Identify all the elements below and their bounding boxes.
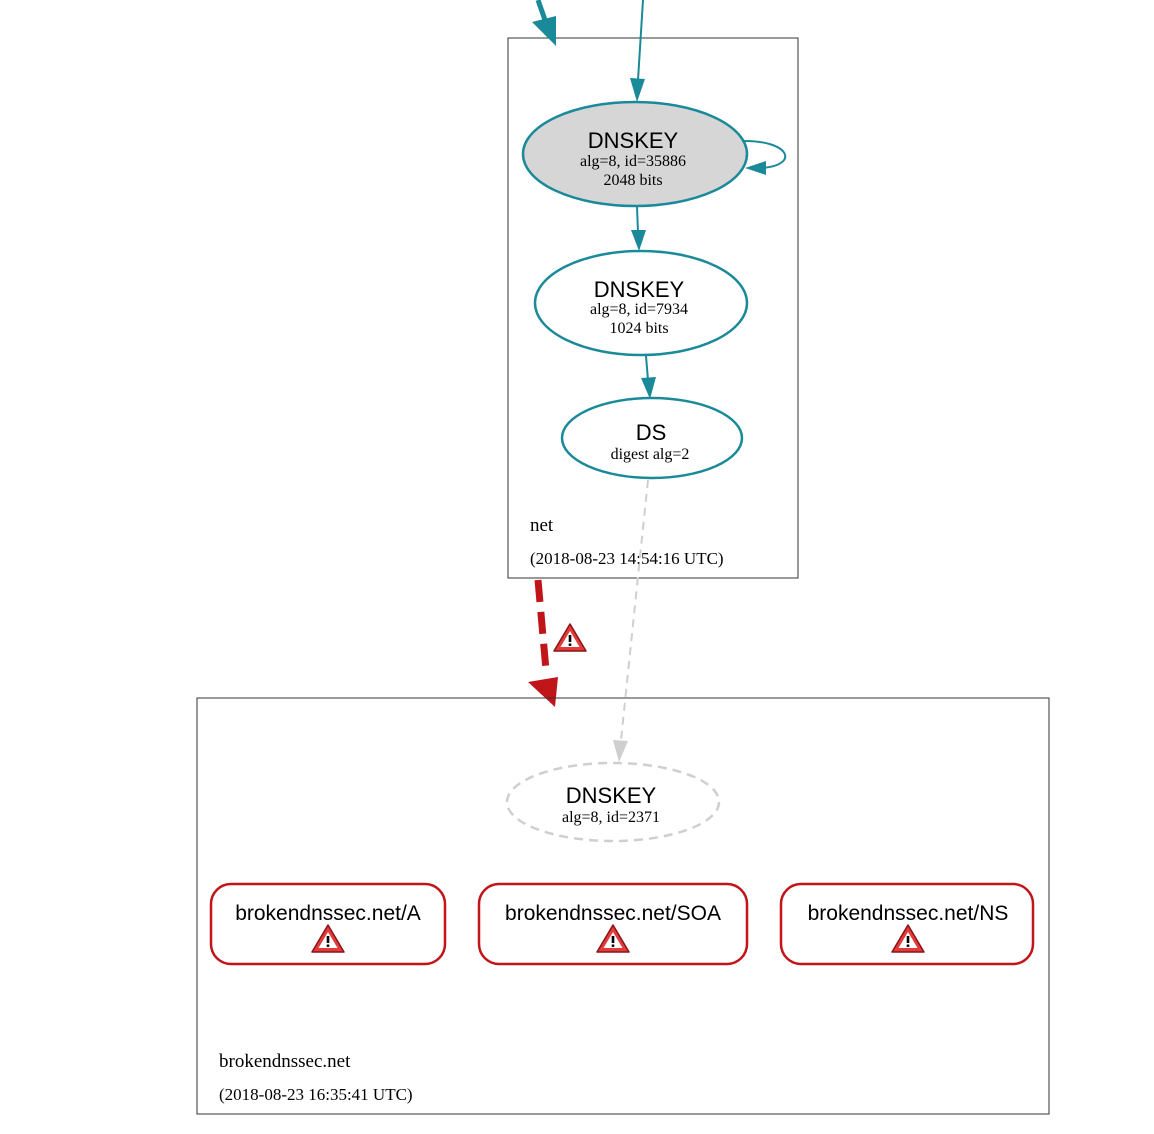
edge-zsk-ds-arrowhead xyxy=(641,377,656,399)
zone-net: net (2018-08-23 14:54:16 UTC) xyxy=(507,37,799,579)
zone-child-name: brokendnssec.net xyxy=(219,1051,351,1072)
delegation-edge xyxy=(534,579,550,671)
child-dnskey-node[interactable]: DNSKEY alg=8, id=2371 xyxy=(505,761,721,843)
rrset-node[interactable]: brokendnssec.net/SOA xyxy=(477,882,749,966)
zone-net-box xyxy=(507,37,799,579)
dnskey-ksk-type: DNSKEY xyxy=(588,128,679,153)
incoming-edge-left xyxy=(535,0,548,21)
edge-zsk-ds xyxy=(645,355,649,381)
incoming-edges xyxy=(532,0,645,102)
ds-type: DS xyxy=(636,420,667,445)
rrset-label: brokendnssec.net/A xyxy=(235,902,421,925)
edge-ds-dnskey xyxy=(620,479,649,741)
child-dnskey-details: alg=8, id=2371 xyxy=(562,809,660,826)
dnskey-ksk-size: 2048 bits xyxy=(603,172,662,189)
zone-child-timestamp: (2018-08-23 16:35:41 UTC) xyxy=(219,1085,413,1104)
incoming-arrowhead-ksk xyxy=(630,78,645,102)
rrset-node[interactable]: brokendnssec.net/A xyxy=(209,882,447,966)
edge-ksk-zsk-arrowhead xyxy=(631,230,646,251)
delegation-warning-icon[interactable] xyxy=(553,623,587,652)
child-dnskey-type: DNSKEY xyxy=(566,783,657,808)
rrset-node[interactable]: brokendnssec.net/NS xyxy=(779,882,1035,966)
dnskey-zsk-details: alg=8, id=7934 xyxy=(590,301,688,318)
incoming-arrowhead-left xyxy=(532,16,556,46)
rrset-box xyxy=(209,882,447,966)
rrset-label: brokendnssec.net/SOA xyxy=(505,902,721,925)
dnskey-ksk-node[interactable]: DNSKEY alg=8, id=35886 2048 bits xyxy=(521,100,749,208)
zone-child: brokendnssec.net (2018-08-23 16:35:41 UT… xyxy=(196,697,1050,1115)
child-dnskey-ellipse xyxy=(505,761,721,843)
edge-ds-dnskey-arrowhead xyxy=(613,740,628,762)
rrset-box xyxy=(477,882,749,966)
incoming-edge-ksk xyxy=(637,0,644,81)
rrset-label: brokendnssec.net/NS xyxy=(808,902,1009,925)
ds-details: digest alg=2 xyxy=(611,446,690,463)
dnskey-ksk-ellipse xyxy=(521,100,749,208)
zone-net-timestamp: (2018-08-23 14:54:16 UTC) xyxy=(530,549,724,568)
ksk-self-loop xyxy=(741,139,787,169)
edge-ksk-zsk xyxy=(636,206,639,233)
zone-net-name: net xyxy=(530,515,554,536)
rrset-box xyxy=(779,882,1035,966)
dnskey-zsk-ellipse xyxy=(533,249,749,357)
dnskey-zsk-type: DNSKEY xyxy=(594,277,685,302)
zone-child-box xyxy=(196,697,1050,1115)
delegation-arrowhead xyxy=(528,677,558,707)
dnskey-zsk-node[interactable]: DNSKEY alg=8, id=7934 1024 bits xyxy=(533,249,749,357)
dnskey-ksk-details: alg=8, id=35886 xyxy=(580,153,686,170)
ds-node[interactable]: DS digest alg=2 xyxy=(560,396,744,480)
dnskey-zsk-size: 1024 bits xyxy=(609,320,668,337)
ksk-self-loop-arrowhead xyxy=(745,161,766,175)
ds-ellipse xyxy=(560,396,744,480)
